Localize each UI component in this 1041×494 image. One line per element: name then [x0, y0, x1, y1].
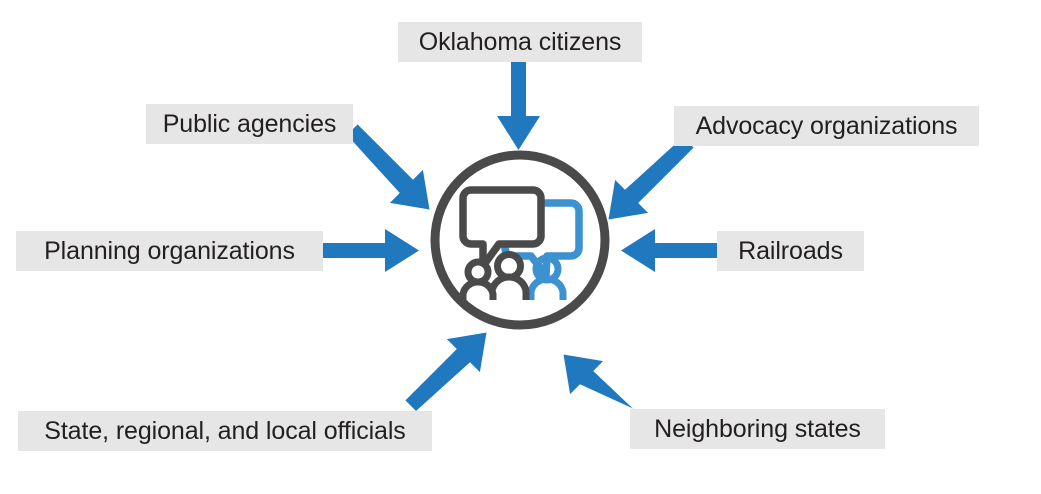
arrow-railroads	[621, 229, 718, 272]
node-label-advocacy-organizations[interactable]: Advocacy organizations	[674, 106, 979, 146]
arrow-planning-organizations	[322, 229, 419, 272]
person-gray-center-icon	[488, 251, 530, 300]
arrow-public-agencies	[347, 124, 430, 210]
node-label-planning-organizations[interactable]: Planning organizations	[16, 231, 323, 271]
node-label-railroads[interactable]: Railroads	[717, 231, 864, 271]
person-blue-icon	[527, 254, 567, 300]
person-gray-left-icon	[459, 258, 497, 300]
arrow-oklahoma-citizens	[497, 60, 540, 150]
arrow-state-regional-local-officials	[405, 332, 487, 411]
speech-bubble-gray-icon	[459, 186, 545, 270]
arrow-advocacy-organizations	[608, 137, 694, 220]
node-label-state-regional-local-officials[interactable]: State, regional, and local officials	[18, 411, 432, 451]
node-label-oklahoma-citizens[interactable]: Oklahoma citizens	[398, 22, 642, 62]
arrow-neighboring-states	[563, 354, 645, 420]
node-label-neighboring-states[interactable]: Neighboring states	[630, 409, 885, 449]
community-engagement-icon	[430, 150, 610, 330]
node-label-public-agencies[interactable]: Public agencies	[146, 104, 353, 144]
